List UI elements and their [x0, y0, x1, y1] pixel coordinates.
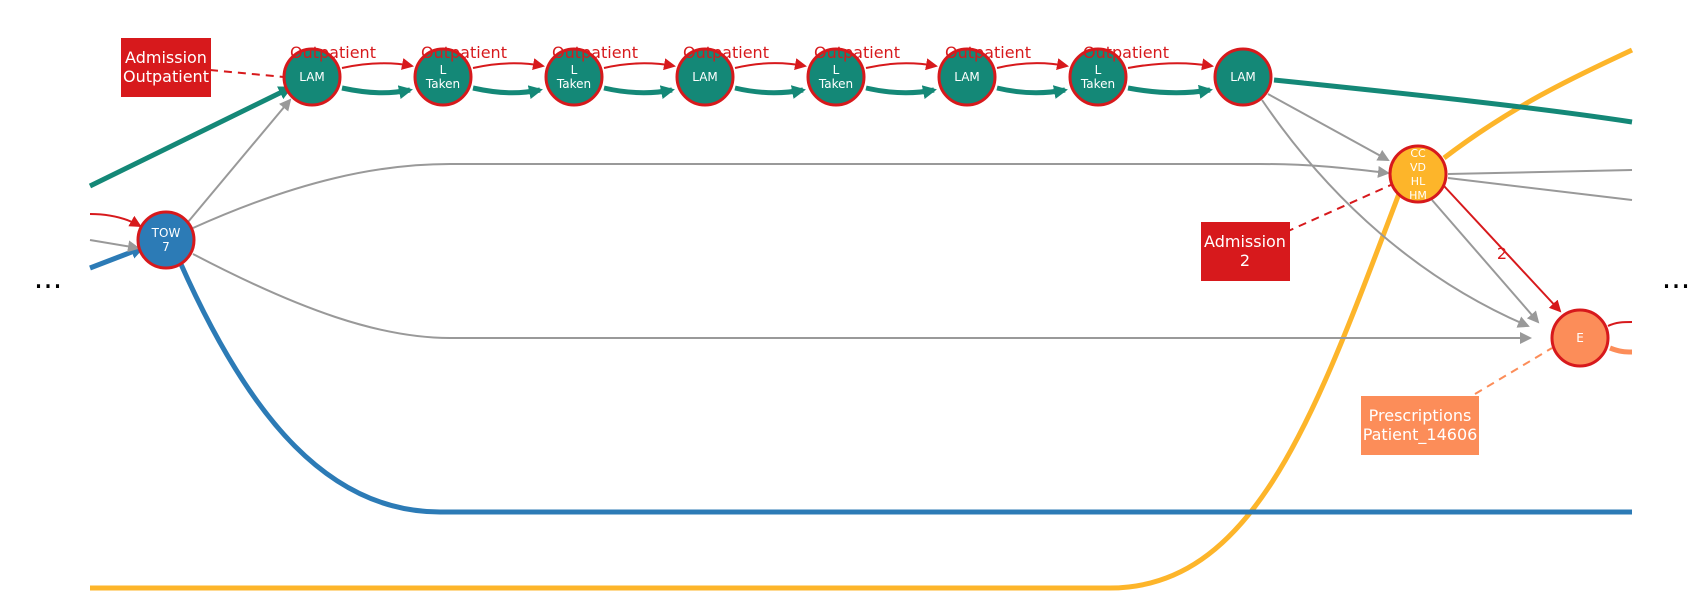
gray-edge-exit-2	[1447, 177, 1633, 201]
node-comorbidity[interactable]: CC VD HL HM ...	[1388, 144, 1448, 212]
node-lam-2-label: LAM	[692, 70, 718, 84]
ellipsis-right: ...	[1662, 261, 1691, 296]
gray-edge-lam-comorbidity	[1267, 93, 1390, 161]
edge-label-outpatient-4: Outpatient	[683, 43, 769, 62]
blue-trace-in	[89, 245, 145, 271]
teal-edge-7	[1127, 84, 1213, 99]
node-lam-3-label: LAM	[954, 70, 980, 84]
red-edge-1	[341, 58, 414, 70]
red-edge-3	[603, 58, 676, 71]
edge-label-count: 2	[1497, 244, 1507, 263]
node-l-taken-4[interactable]: L Taken	[1068, 47, 1128, 107]
edge-label-outpatient-5: Outpatient	[814, 43, 900, 62]
gray-edge-in	[89, 239, 140, 253]
red-edge-to-end	[1443, 185, 1562, 313]
teal-edge-1	[341, 85, 413, 100]
box-admission-2[interactable]: Admission 2	[1201, 222, 1290, 281]
teal-edge-3	[603, 85, 675, 100]
box-admission-outpatient-line-1: Admission	[125, 48, 207, 67]
edge-label-outpatient-6: Outpatient	[945, 43, 1031, 62]
node-end-label: E	[1576, 331, 1584, 345]
edge-label-outpatient-3: Outpatient	[552, 43, 638, 62]
box-prescriptions-line-1: Prescriptions	[1369, 406, 1472, 425]
red-edge-6	[996, 58, 1069, 71]
node-tow-line-1: TOW	[151, 226, 181, 240]
node-l-taken-4-line-1: L	[1095, 63, 1102, 77]
edge-label-outpatient-1: Outpatient	[290, 43, 376, 62]
node-l-taken-2[interactable]: L Taken	[544, 47, 604, 107]
node-comorbidity-line-3: HL	[1411, 175, 1426, 188]
teal-trace-in	[88, 85, 293, 189]
node-comorbidity-line-2: VD	[1410, 161, 1426, 174]
node-comorbidity-line-1: CC	[1410, 147, 1426, 160]
node-l-taken-3-line-2: Taken	[818, 77, 853, 91]
node-l-taken-3[interactable]: L Taken	[806, 47, 866, 107]
node-l-taken-2-line-1: L	[571, 63, 578, 77]
edge-label-outpatient-7: Outpatient	[1083, 43, 1169, 62]
node-comorbidity-line-4: HM	[1409, 189, 1427, 202]
ellipsis-left: ...	[34, 261, 63, 296]
yellow-trace-bottom	[90, 175, 1408, 591]
teal-edge-6	[996, 85, 1068, 99]
yellow-trace-exit	[1442, 47, 1634, 160]
node-tow-line-2: 7	[162, 240, 170, 254]
node-lam-1[interactable]: LAM	[282, 47, 342, 107]
gray-edge-tow-comorbidity	[192, 163, 1390, 229]
red-edge-2	[472, 58, 545, 71]
node-l-taken-1-line-2: Taken	[425, 77, 460, 91]
node-tow[interactable]: TOW 7	[136, 210, 196, 270]
node-l-taken-1-line-1: L	[440, 63, 447, 77]
red-edge-into-tow	[89, 213, 142, 227]
node-l-taken-2-line-2: Taken	[556, 77, 591, 91]
red-edge-7	[1127, 58, 1214, 71]
teal-trace-exit	[1273, 77, 1633, 125]
teal-edge-2	[472, 85, 543, 100]
node-lam-1-label: LAM	[299, 70, 325, 84]
dashed-prescriptions	[1474, 347, 1553, 395]
gray-edge-exit-1	[1447, 169, 1633, 175]
dashed-admission-outpatient	[209, 69, 285, 78]
node-lam-4[interactable]: LAM	[1213, 47, 1273, 107]
node-lam-2[interactable]: LAM	[675, 47, 735, 107]
node-l-taken-3-line-1: L	[833, 63, 840, 77]
box-admission-2-line-2: 2	[1240, 251, 1250, 270]
salmon-trace-exit	[1609, 345, 1633, 355]
node-lam-4-label: LAM	[1230, 70, 1256, 84]
teal-edge-4	[734, 85, 806, 99]
node-end[interactable]: E	[1550, 308, 1610, 368]
gray-edge-tow-end	[192, 253, 1532, 344]
node-lam-3[interactable]: LAM	[937, 47, 997, 107]
gray-edge-tow-lam	[187, 98, 292, 223]
red-edge-exit	[1607, 321, 1633, 327]
dashed-admission-2	[1285, 183, 1394, 233]
node-comorbidity-line-5: ...	[1413, 199, 1424, 212]
box-admission-outpatient-line-2: Outpatient	[123, 67, 209, 86]
node-l-taken-4-line-2: Taken	[1080, 77, 1115, 91]
gray-edge-lam-end	[1261, 99, 1530, 328]
red-edge-4	[734, 58, 807, 71]
teal-edge-5	[865, 85, 937, 100]
node-l-taken-1[interactable]: L Taken	[413, 47, 473, 107]
box-admission-outpatient[interactable]: Admission Outpatient	[121, 38, 211, 97]
box-prescriptions-line-2: Patient_14606	[1363, 425, 1478, 445]
red-edge-5	[865, 58, 938, 71]
box-prescriptions[interactable]: Prescriptions Patient_14606	[1361, 396, 1479, 455]
blue-trace-bottom	[177, 260, 1632, 515]
edge-label-outpatient-2: Outpatient	[421, 43, 507, 62]
box-admission-2-line-1: Admission	[1204, 232, 1286, 251]
gray-edge-comorbidity-end	[1431, 199, 1540, 324]
